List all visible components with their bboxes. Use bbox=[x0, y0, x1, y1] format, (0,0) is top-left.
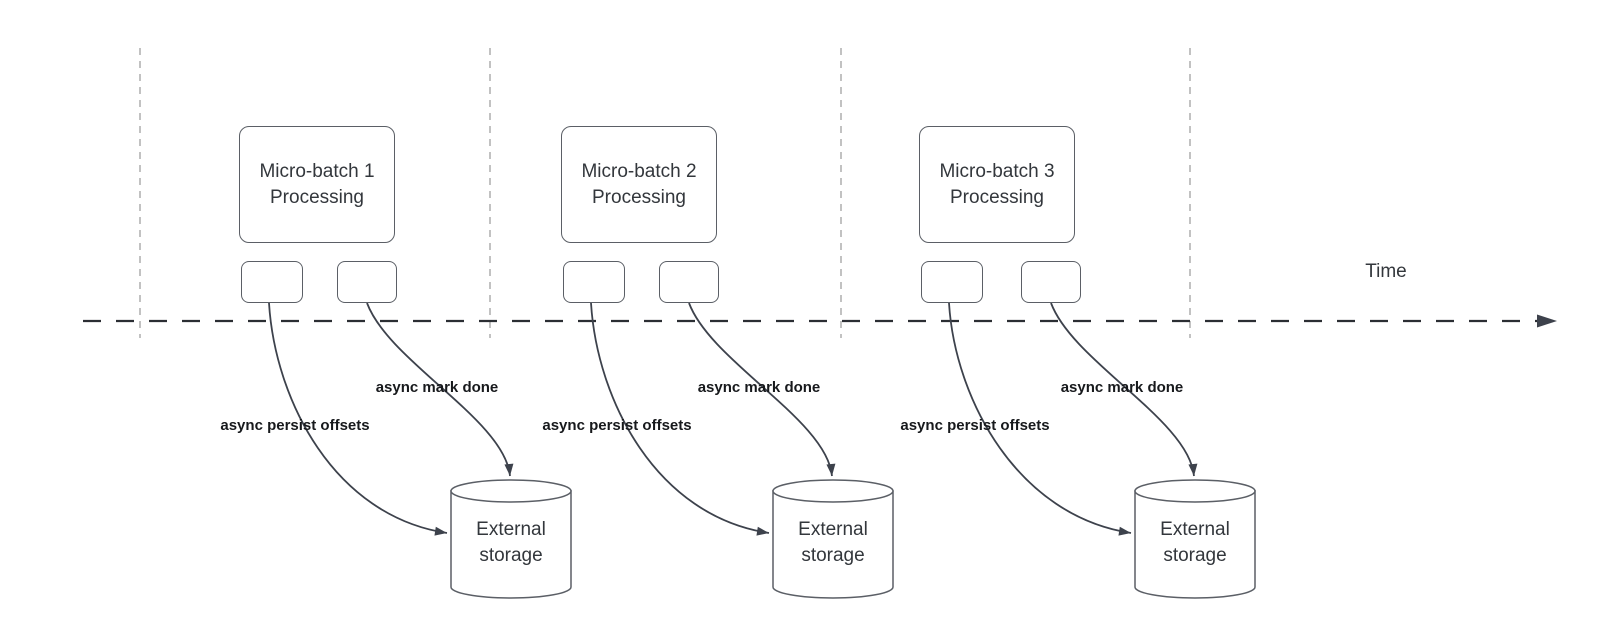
persist-offsets-arrow-3 bbox=[948, 302, 1132, 536]
offset-chip-1a bbox=[241, 261, 303, 303]
micro-batch-3-title-line2: Processing bbox=[950, 186, 1044, 208]
mark-done-arrow-2 bbox=[688, 302, 836, 477]
external-storage-label-1-line1: External bbox=[476, 519, 546, 540]
external-storage-label-3: External storage bbox=[1135, 517, 1255, 569]
external-storage-label-2-line2: storage bbox=[801, 545, 865, 566]
micro-batch-1-title-line2: Processing bbox=[270, 186, 364, 208]
storage-cylinder-1 bbox=[450, 479, 572, 599]
mark-done-arrow-3 bbox=[1050, 302, 1198, 477]
offset-chip-2a bbox=[563, 261, 625, 303]
micro-batch-1-box: Micro-batch 1 Processing bbox=[239, 126, 395, 243]
offset-chip-3b bbox=[1021, 261, 1081, 303]
persist-offsets-arrow-1 bbox=[268, 302, 448, 536]
mark-done-label-3: async mark done bbox=[1060, 379, 1184, 396]
storage-cylinder-3 bbox=[1134, 479, 1256, 599]
offset-chip-1b bbox=[337, 261, 397, 303]
time-axis-label: Time bbox=[1365, 261, 1407, 282]
micro-batch-2-title-line2: Processing bbox=[592, 186, 686, 208]
mark-done-label-2: async mark done bbox=[697, 379, 821, 396]
external-storage-label-2: External storage bbox=[773, 517, 893, 569]
persist-offsets-label-2: async persist offsets bbox=[542, 417, 692, 434]
external-storage-label-3-line1: External bbox=[1160, 519, 1230, 540]
offset-chip-2b bbox=[659, 261, 719, 303]
persist-offsets-label-1: async persist offsets bbox=[220, 417, 370, 434]
offset-chip-3a bbox=[921, 261, 983, 303]
storage-cylinder-2 bbox=[772, 479, 894, 599]
mark-done-label-1: async mark done bbox=[375, 379, 499, 396]
external-storage-label-1-line2: storage bbox=[479, 545, 543, 566]
micro-batch-3-box: Micro-batch 3 Processing bbox=[919, 126, 1075, 243]
micro-batch-3-title-line1: Micro-batch 3 bbox=[939, 160, 1055, 182]
external-storage-label-2-line1: External bbox=[798, 519, 868, 540]
external-storage-label-3-line2: storage bbox=[1163, 545, 1227, 566]
mark-done-arrow-1 bbox=[366, 302, 514, 477]
micro-batch-2-box: Micro-batch 2 Processing bbox=[561, 126, 717, 243]
persist-offsets-arrow-2 bbox=[590, 302, 770, 536]
external-storage-label-1: External storage bbox=[451, 517, 571, 569]
micro-batch-1-title-line1: Micro-batch 1 bbox=[259, 160, 375, 182]
persist-offsets-label-3: async persist offsets bbox=[900, 417, 1050, 434]
micro-batch-2-title-line1: Micro-batch 2 bbox=[581, 160, 697, 182]
